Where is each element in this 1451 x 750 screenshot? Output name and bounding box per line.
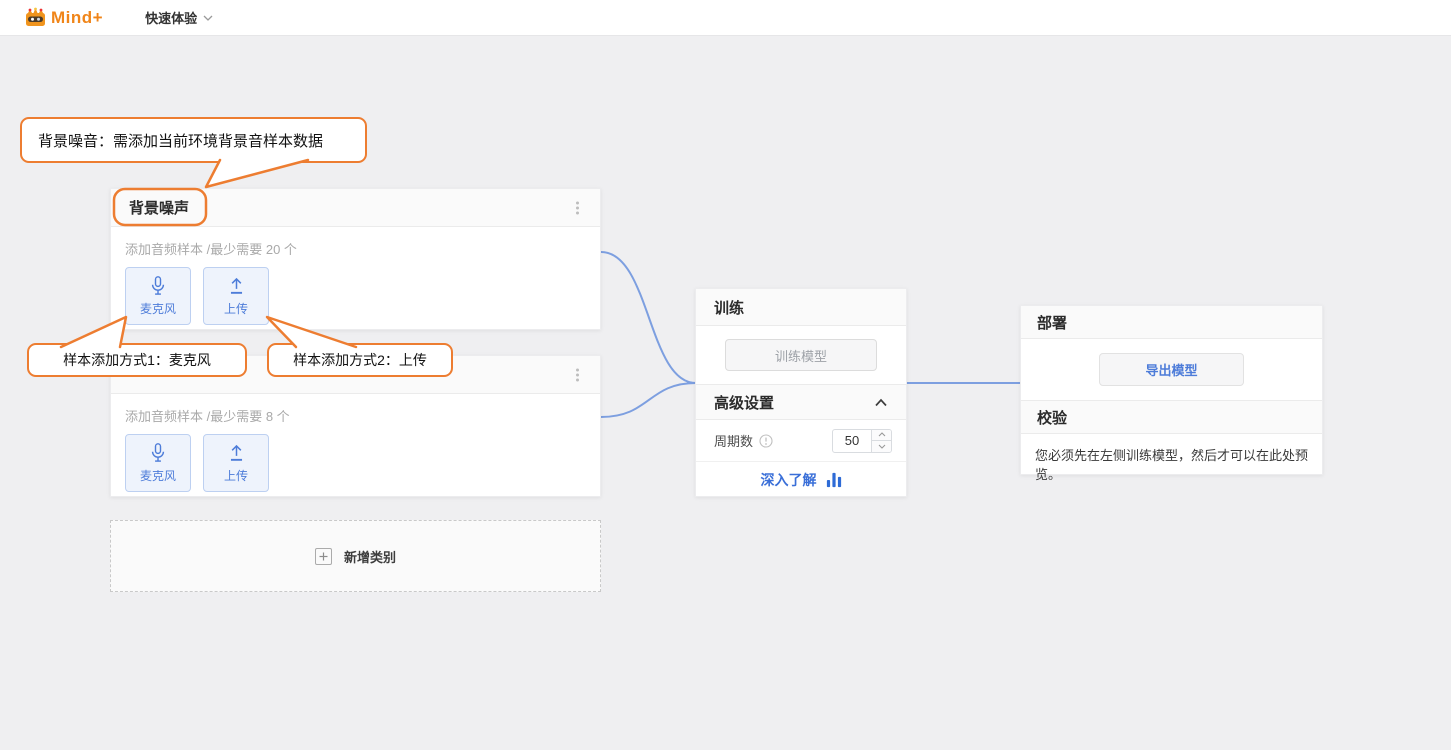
deploy-card-header: 部署 [1021,306,1322,339]
background-noise-card-header: 背景噪声 [111,189,600,227]
verify-title: 校验 [1037,409,1068,427]
logo-wordmark: Mind+ [51,7,104,27]
info-icon[interactable] [759,433,773,448]
collapse-chevron-up-icon[interactable] [872,396,890,409]
deploy-card-title: 部署 [1037,314,1068,332]
plus-icon [314,547,332,565]
mindplus-logo[interactable]: Mind+ [24,7,103,29]
annotation-background-noise-note: 背景噪音：需添加当前环境背景音样本数据 [20,117,367,163]
learn-more-label: 深入了解 [760,471,817,488]
add-category-button[interactable]: 新增类别 [110,520,601,592]
advanced-settings-title: 高级设置 [714,394,775,412]
chevron-down-icon [203,15,213,21]
category-card-body: 添加音频样本 /最少需要 8 个 麦克风 [111,394,600,504]
background-noise-card-title: 背景噪声 [129,200,190,217]
card-menu-kebab-icon[interactable] [573,198,582,217]
epochs-row: 周期数 50 [696,420,906,461]
bar-chart-icon [826,472,842,488]
card-menu-kebab-icon[interactable] [573,365,582,384]
upload-button-label: 上传 [223,468,248,483]
microphone-button-label: 麦克风 [139,302,176,316]
learn-more-link[interactable]: 深入了解 [696,461,906,497]
microphone-button-label: 麦克风 [139,469,176,483]
export-model-button[interactable]: 导出模型 [1099,353,1244,386]
verify-section-header: 校验 [1021,400,1322,434]
mindplus-robot-icon [24,7,47,29]
advanced-settings-row: 高级设置 [696,384,906,420]
training-card-title: 训练 [714,299,745,317]
upload-sample-button[interactable]: 上传 [203,267,269,325]
training-card: 训练 训练模型 高级设置 周期数 50 [695,288,907,497]
quick-experience-menu[interactable]: 快速体验 [145,8,213,27]
class-card-background-noise: 背景噪声 添加音频样本 /最少需要 20 个 麦克风 [110,188,601,330]
microphone-icon [148,275,168,297]
spinner-down-button[interactable] [872,440,891,452]
training-card-header: 训练 [696,289,906,326]
deploy-card: 部署 导出模型 校验 您必须先在左侧训练模型，然后才可以在此处预览。 [1020,305,1323,482]
microphone-sample-button[interactable]: 麦克风 [125,267,191,325]
upload-button-label: 上传 [223,301,248,316]
topbar: Mind+ 快速体验 [0,0,1451,36]
epochs-spinner: 50 [832,428,892,453]
sample-requirement-hint: 添加音频样本 /最少需要 20 个 [125,242,297,257]
upload-sample-button[interactable]: 上传 [203,434,269,492]
microphone-icon [148,442,168,464]
background-noise-card-body: 添加音频样本 /最少需要 20 个 麦克风 [111,227,600,337]
sample-requirement-hint: 添加音频样本 /最少需要 8 个 [125,409,290,424]
epochs-input[interactable]: 50 [844,433,860,448]
quick-experience-label: 快速体验 [145,11,198,26]
upload-icon [227,443,246,464]
add-category-label: 新增类别 [343,549,396,565]
train-model-button[interactable]: 训练模型 [725,339,877,371]
annotation-method1-note: 样本添加方式1：麦克风 [27,343,247,377]
connector-category-to-training [600,382,697,418]
annotation-method2-note: 样本添加方式2：上传 [267,343,453,377]
epochs-label: 周期数 [714,434,754,449]
connector-background-noise-to-training [600,251,697,384]
verify-message: 您必须先在左侧训练模型，然后才可以在此处预览。 [1035,448,1309,482]
annotation-tail-background-note [204,158,310,189]
spinner-up-button[interactable] [872,429,891,440]
microphone-sample-button[interactable]: 麦克风 [125,434,191,492]
upload-icon [227,276,246,297]
